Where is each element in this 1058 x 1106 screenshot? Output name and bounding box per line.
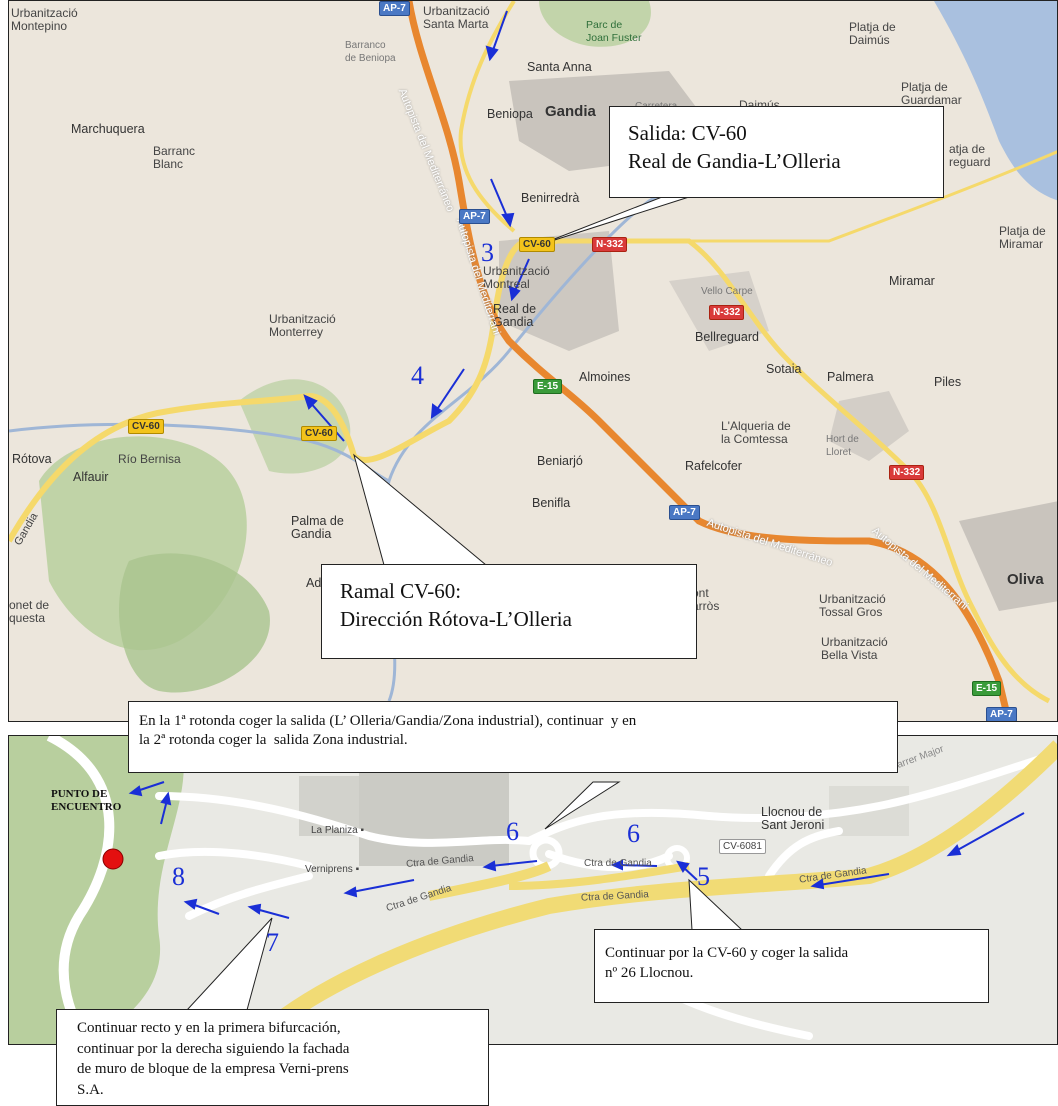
top-map-canvas	[9, 1, 1057, 721]
route-step-6: 6	[506, 817, 519, 846]
map-label-bellreguard: Bellreguard	[695, 330, 759, 344]
map-label-rotova: Rótova	[12, 452, 52, 466]
map-label-benirredra: Benirredrà	[521, 191, 580, 205]
map-label-onet-questa: onet de questa	[9, 598, 50, 625]
route-step-3: 3	[481, 238, 494, 267]
route-step-7: 7	[266, 928, 279, 957]
road-shield-cv6081: CV-6081	[719, 839, 766, 854]
callout-line: Ramal CV-60:	[340, 579, 462, 603]
callout-salida-26: Continuar por la CV-60 y coger la salida…	[594, 929, 989, 1003]
callout-line: nº 26 Llocnou.	[605, 965, 694, 981]
map-label-hort-lloret: Hort de Lloret	[826, 434, 859, 458]
road-shield-e15: E-15	[533, 379, 563, 394]
road-shield-e15: E-15	[972, 681, 1002, 696]
route-step-8: 8	[172, 862, 185, 891]
road-shield-ap7: AP-7	[986, 707, 1017, 721]
road-shield-cv60: CV-60	[128, 419, 164, 434]
map-label-marchuquera: Marchuquera	[71, 122, 145, 136]
bottom-map-canvas	[9, 736, 1057, 1044]
map-label-parc-joan-fuster: Parc de Joan Fuster	[586, 19, 642, 44]
map-label-real-de-gandia: Real de Gandia	[493, 302, 537, 329]
map-label-beniarjo: Beniarjó	[537, 454, 583, 468]
road-shield-ap7: AP-7	[669, 505, 700, 520]
road-shield-cv60: CV-60	[519, 237, 555, 252]
callout-line: Real de Gandia-L’Olleria	[628, 149, 841, 173]
route-step-4: 4	[411, 361, 424, 390]
callout-rotonda: En la 1ª rotonda coger la salida (L’ Oll…	[128, 701, 898, 773]
map-label-urb-montepino: Urbanització Montepino	[11, 6, 78, 33]
road-shield-n332: N-332	[709, 305, 745, 320]
map-label-urb-tossal: Urbanització Tossal Gros	[819, 592, 886, 619]
map-label-beniopa: Beniopa	[487, 107, 533, 121]
map-label-urb-bella-vista: Urbanització Bella Vista	[821, 635, 888, 662]
map-label-barranc-blanc: Barranc Blanc	[153, 144, 196, 171]
map-label-urb-montreal: Urbanització Montreal	[483, 264, 550, 291]
map-label-la-planiza: La Planiza ▪	[311, 825, 365, 836]
callout-line: S.A.	[77, 1081, 104, 1098]
meeting-point-label: PUNTO DE ENCUENTRO	[51, 788, 122, 813]
callout-line: En la 1ª rotonda coger la salida (L’ Oll…	[139, 713, 637, 729]
road-shield-cv60: CV-60	[301, 426, 337, 441]
map-label-gandia: Gandia	[545, 103, 596, 120]
map-label-oliva: Oliva	[1007, 571, 1044, 588]
callout-recto: Continuar recto y en la primera bifurcac…	[56, 1009, 489, 1106]
map-label-ctra-gandia: Ctra de Gandia	[584, 858, 652, 869]
map-label-verniprens: Verniprens ▪	[305, 864, 360, 875]
map-label-miramar: Miramar	[889, 274, 935, 288]
callout-salida-cv60: Salida: CV-60 Real de Gandia-L’Olleria	[609, 106, 944, 198]
map-label-alfauir: Alfauir	[73, 470, 109, 484]
callout-line: la 2ª rotonda coger la salida Zona indus…	[139, 732, 408, 748]
map-label-palma-gandia: Palma de Gandia	[291, 514, 344, 541]
map-label-santa-marta: Urbanització Santa Marta	[423, 4, 490, 31]
map-label-platja-miramar: Platja de Miramar	[999, 224, 1046, 251]
road-shield-ap7-top: AP-7	[379, 1, 410, 16]
map-label-almoines: Almoines	[579, 370, 631, 384]
map-label-benifla: Benifla	[532, 496, 571, 510]
map-label-urb-monterrey: Urbanització Monterrey	[269, 312, 336, 339]
road-shield-n332: N-332	[889, 465, 925, 480]
map-label-llocnou: Llocnou de Sant Jeroni	[761, 805, 825, 832]
callout-line: Dirección Rótova-L’Olleria	[340, 607, 572, 631]
callout-line: de muro de bloque de la empresa Verni-pr…	[77, 1061, 349, 1077]
map-label-rafelcofer: Rafelcofer	[685, 459, 742, 473]
map-label-platja-daimus: Platja de Daimús	[849, 20, 896, 47]
callout-ramal-cv60: Ramal CV-60: Dirección Rótova-L’Olleria	[321, 564, 697, 659]
route-step-5: 5	[697, 862, 710, 891]
map-label-alqueria: L'Alqueria de la Comtessa	[721, 419, 791, 446]
map-label-rio-bernisa: Río Bernisa	[118, 452, 181, 466]
map-label-sotaia: Sotaia	[766, 362, 802, 376]
road-shield-n332: N-332	[592, 237, 628, 252]
callout-line: continuar por la derecha siguiendo la fa…	[77, 1040, 350, 1057]
map-label-palmera: Palmera	[827, 370, 874, 384]
map-label-piles: Piles	[934, 375, 962, 389]
callout-line: Salida: CV-60	[628, 121, 747, 145]
top-map[interactable]: Urbanització Montepino Urbanització Sant…	[8, 0, 1058, 722]
map-label-vello-carpe: Vello Carpe	[701, 286, 753, 297]
callout-line: Continuar recto y en la primera bifurcac…	[77, 1020, 341, 1036]
map-label-barranco-beniopa: Barranco de Beniopa	[345, 40, 396, 64]
road-shield-ap7: AP-7	[459, 209, 490, 224]
map-label-santa-anna: Santa Anna	[527, 60, 592, 74]
callout-line: Continuar por la CV-60 y coger la salida	[605, 945, 849, 961]
map-label-platja-bellreguard: atja de reguard	[949, 142, 991, 169]
route-step-6: 6	[627, 819, 640, 848]
